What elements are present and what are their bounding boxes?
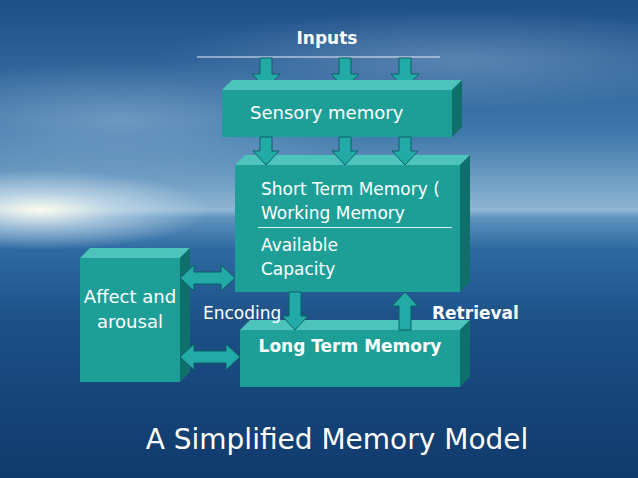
- box-top-face: [235, 155, 470, 165]
- box-text: Affect and arousal: [80, 284, 180, 334]
- affect-box: Affect and arousal: [80, 258, 180, 382]
- block-arrow: [180, 344, 240, 370]
- memory-box: Long Term Memory: [240, 330, 460, 387]
- box-top-face: [222, 80, 462, 90]
- box-side-face: [460, 320, 470, 387]
- memory-box: Sensory memory: [222, 90, 452, 137]
- box-text: Long Term Memory: [240, 335, 460, 358]
- inputs-underline: [197, 57, 440, 58]
- box-text: Available Capacity: [261, 233, 381, 281]
- box-side-face: [452, 80, 462, 137]
- edge-label: Encoding: [203, 303, 281, 323]
- block-arrow: [180, 265, 235, 291]
- box-top-face: [80, 248, 190, 258]
- divider-line: [258, 227, 452, 228]
- edge-label: Retrieval: [432, 303, 519, 323]
- box-side-face: [460, 155, 470, 292]
- caption-text: A Simplified Memory Model: [18, 423, 638, 456]
- box-text: Short Term Memory ( Working Memory: [261, 177, 457, 225]
- block-arrow: [282, 292, 308, 330]
- block-arrow: [332, 137, 358, 165]
- box-text: Sensory memory: [250, 102, 450, 124]
- heading-label: Inputs: [227, 28, 427, 48]
- block-arrow: [392, 292, 418, 330]
- block-arrow: [253, 137, 279, 165]
- box-side-face: [180, 248, 190, 382]
- block-arrow: [392, 137, 418, 165]
- memory-box: Short Term Memory ( Working MemoryAvaila…: [235, 165, 460, 292]
